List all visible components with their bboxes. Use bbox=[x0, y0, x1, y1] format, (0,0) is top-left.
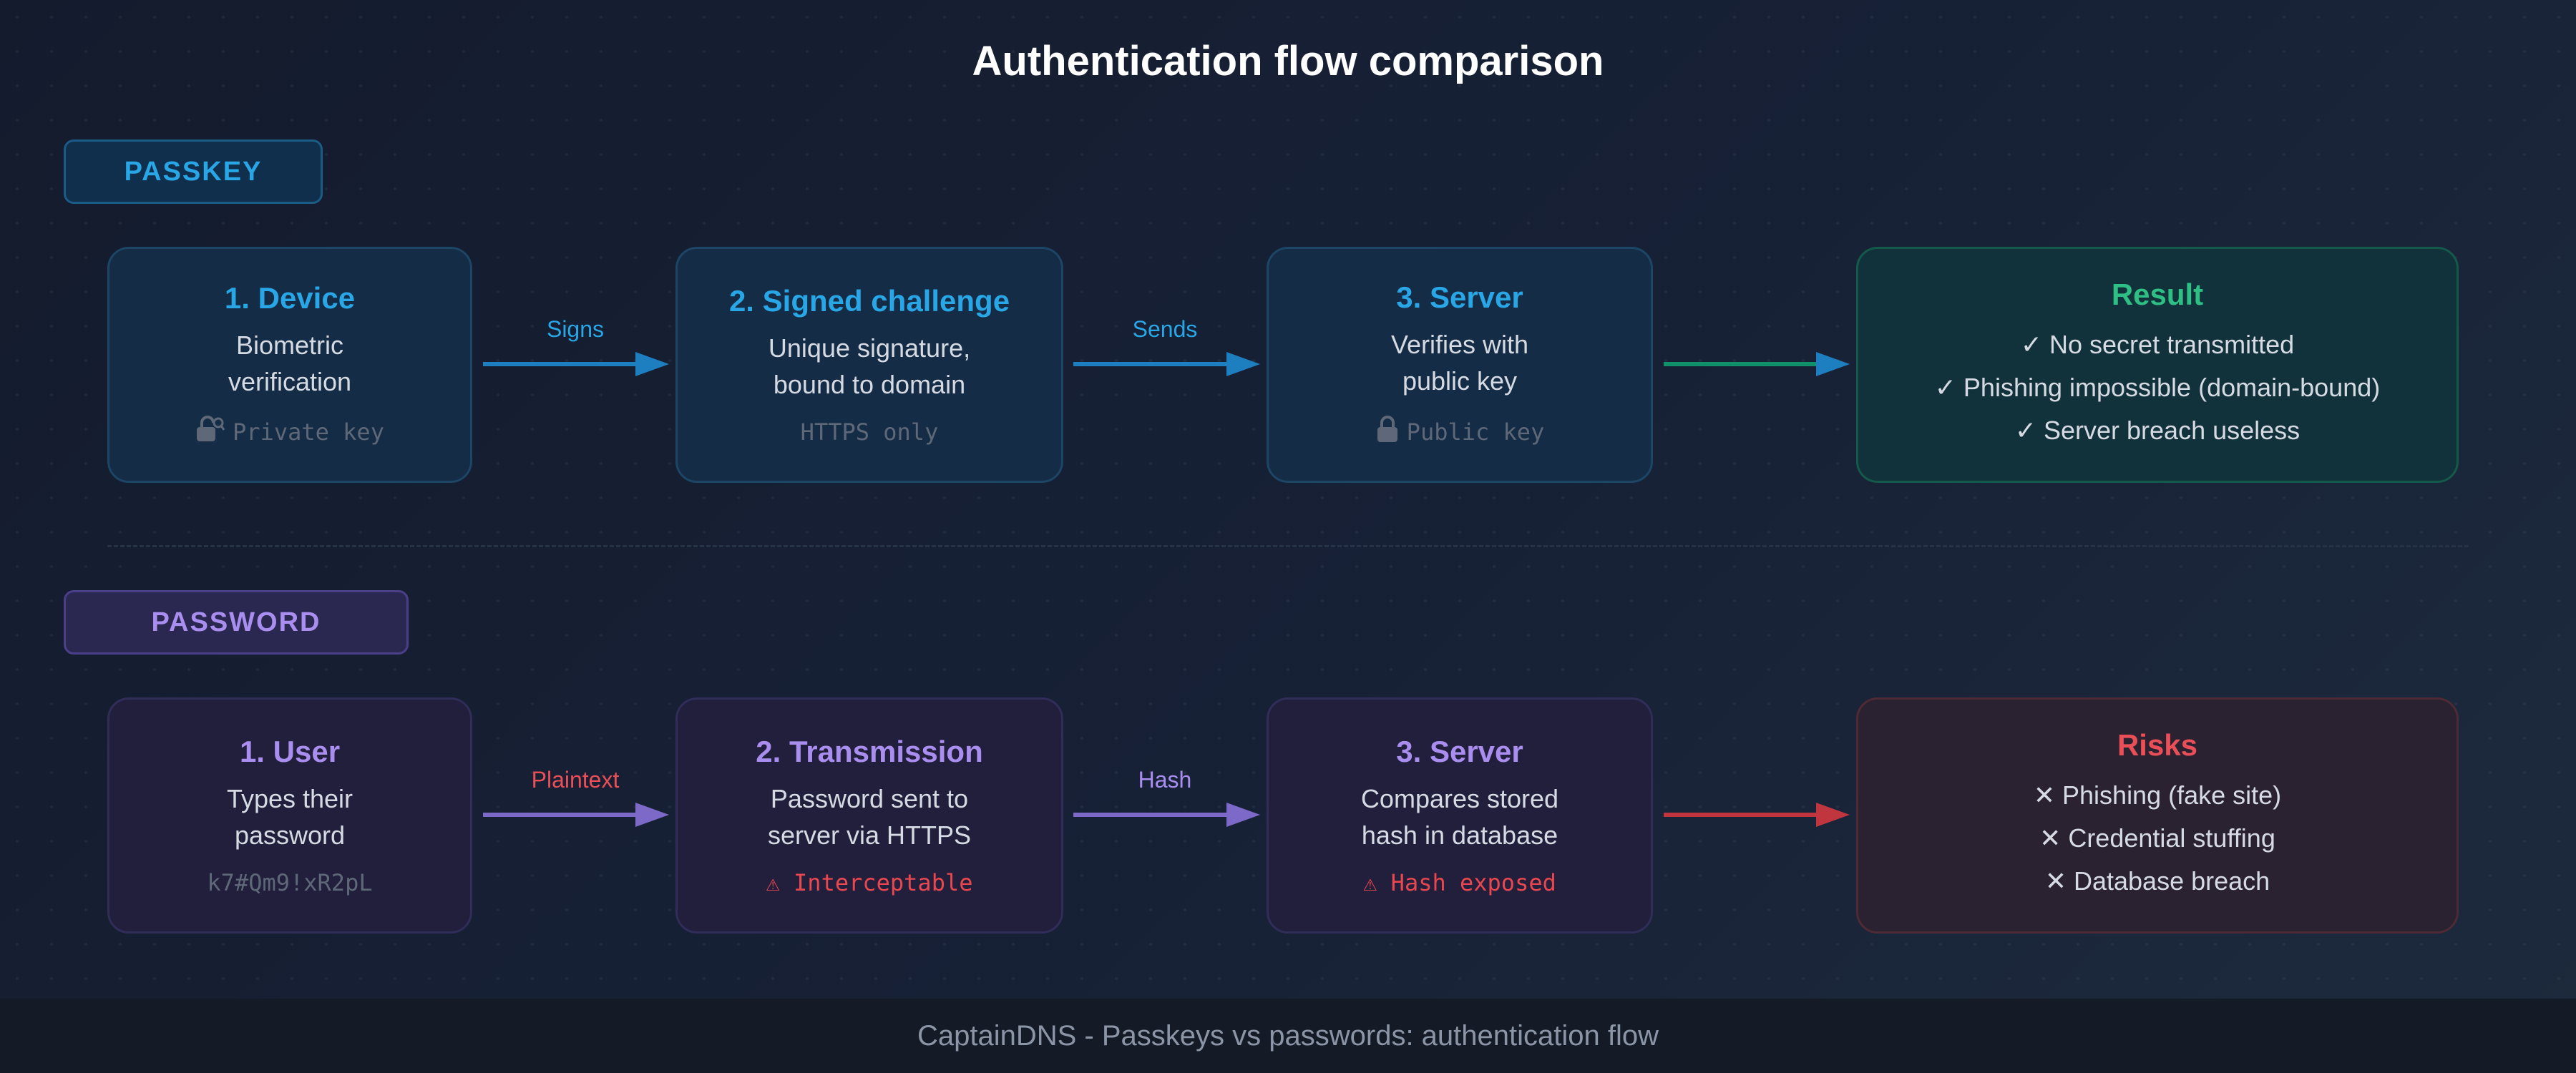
step-title: 1. User bbox=[239, 735, 341, 768]
step-description: Compares stored hash in database bbox=[1361, 780, 1558, 853]
password-example: k7#Qm9!xR2pL bbox=[207, 869, 373, 896]
step-note: Private key bbox=[195, 416, 384, 449]
step-title: 3. Server bbox=[1396, 280, 1523, 314]
step-description-line: Password sent to bbox=[770, 784, 969, 813]
step-description-line: verification bbox=[228, 367, 352, 396]
footer-caption: CaptainDNS - Passkeys vs passwords: auth… bbox=[0, 999, 2576, 1073]
password-section-label: PASSWORD bbox=[64, 590, 409, 655]
section-divider bbox=[107, 545, 2469, 547]
risk-item: ✕ Credential stuffing bbox=[2039, 823, 2275, 853]
arrow-label-hash: Hash bbox=[1138, 767, 1192, 793]
warning-hash-exposed: ⚠ Hash exposed bbox=[1363, 869, 1556, 896]
password-risks-box: Risks ✕ Phishing (fake site) ✕ Credentia… bbox=[1856, 697, 2459, 934]
arrow-password-transmission-to-server bbox=[1073, 803, 1260, 827]
password-step-transmission: 2. Transmission Password sent to server … bbox=[675, 697, 1063, 934]
open-lock-key-icon bbox=[195, 416, 225, 449]
step-description-line: Verifies with bbox=[1390, 330, 1529, 359]
step-description: Unique signature, bound to domain bbox=[769, 330, 970, 403]
step-description-line: public key bbox=[1402, 366, 1518, 396]
step-description: Password sent to server via HTTPS bbox=[768, 780, 971, 853]
step-title: 2. Signed challenge bbox=[728, 284, 1010, 318]
step-title: 3. Server bbox=[1396, 735, 1523, 768]
step-title: 2. Transmission bbox=[756, 735, 983, 768]
passkey-step-server: 3. Server Verifies with public key Publi… bbox=[1267, 247, 1653, 483]
arrow-password-user-to-transmission bbox=[483, 803, 669, 827]
arrow-label-sends: Sends bbox=[1132, 316, 1198, 342]
step-description-line: password bbox=[234, 820, 346, 850]
step-description: Biometric verification bbox=[228, 327, 351, 400]
arrow-passkey-server-to-result bbox=[1664, 352, 1850, 376]
private-key-label: Private key bbox=[233, 418, 384, 446]
step-description-line: Types their bbox=[226, 784, 353, 813]
arrow-label-signs: Signs bbox=[546, 316, 605, 342]
arrow-password-server-to-risks bbox=[1664, 803, 1850, 827]
step-description-line: Unique signature, bbox=[768, 333, 971, 363]
password-step-server: 3. Server Compares stored hash in databa… bbox=[1267, 697, 1653, 934]
public-key-label: Public key bbox=[1406, 418, 1545, 446]
result-item: ✓ No secret transmitted bbox=[2020, 330, 2295, 359]
result-title: Result bbox=[2111, 278, 2204, 311]
step-description-line: Biometric bbox=[235, 330, 343, 360]
arrow-passkey-device-to-challenge bbox=[483, 352, 669, 376]
passkey-step-device: 1. Device Biometric verification Private… bbox=[107, 247, 472, 483]
arrow-label-plaintext: Plaintext bbox=[531, 767, 620, 793]
result-item: ✓ Phishing impossible (domain-bound) bbox=[1934, 373, 2381, 402]
step-description-line: server via HTTPS bbox=[767, 820, 972, 850]
arrow-passkey-challenge-to-server bbox=[1073, 352, 1260, 376]
step-note: Public key bbox=[1375, 415, 1545, 449]
step-description-line: hash in database bbox=[1361, 820, 1558, 850]
lock-icon bbox=[1375, 415, 1400, 449]
password-step-user: 1. User Types their password k7#Qm9!xR2p… bbox=[107, 697, 472, 934]
step-description-line: bound to domain bbox=[773, 370, 966, 399]
risk-item: ✕ Phishing (fake site) bbox=[2033, 780, 2282, 810]
warning-interceptable: ⚠ Interceptable bbox=[766, 869, 973, 896]
step-description-line: Compares stored bbox=[1360, 784, 1559, 813]
step-description: Verifies with public key bbox=[1391, 326, 1528, 399]
step-description: Types their password bbox=[227, 780, 353, 853]
risks-title: Risks bbox=[2117, 728, 2198, 762]
step-note: HTTPS only bbox=[800, 418, 939, 446]
risk-item: ✕ Database breach bbox=[2044, 866, 2270, 896]
step-title: 1. Device bbox=[224, 281, 356, 315]
passkey-result-box: Result ✓ No secret transmitted ✓ Phishin… bbox=[1856, 247, 2459, 483]
passkey-section-label: PASSKEY bbox=[64, 139, 323, 204]
result-item: ✓ Server breach useless bbox=[2014, 416, 2301, 445]
page-title: Authentication flow comparison bbox=[972, 38, 1604, 84]
passkey-step-signed-challenge: 2. Signed challenge Unique signature, bo… bbox=[675, 247, 1063, 483]
